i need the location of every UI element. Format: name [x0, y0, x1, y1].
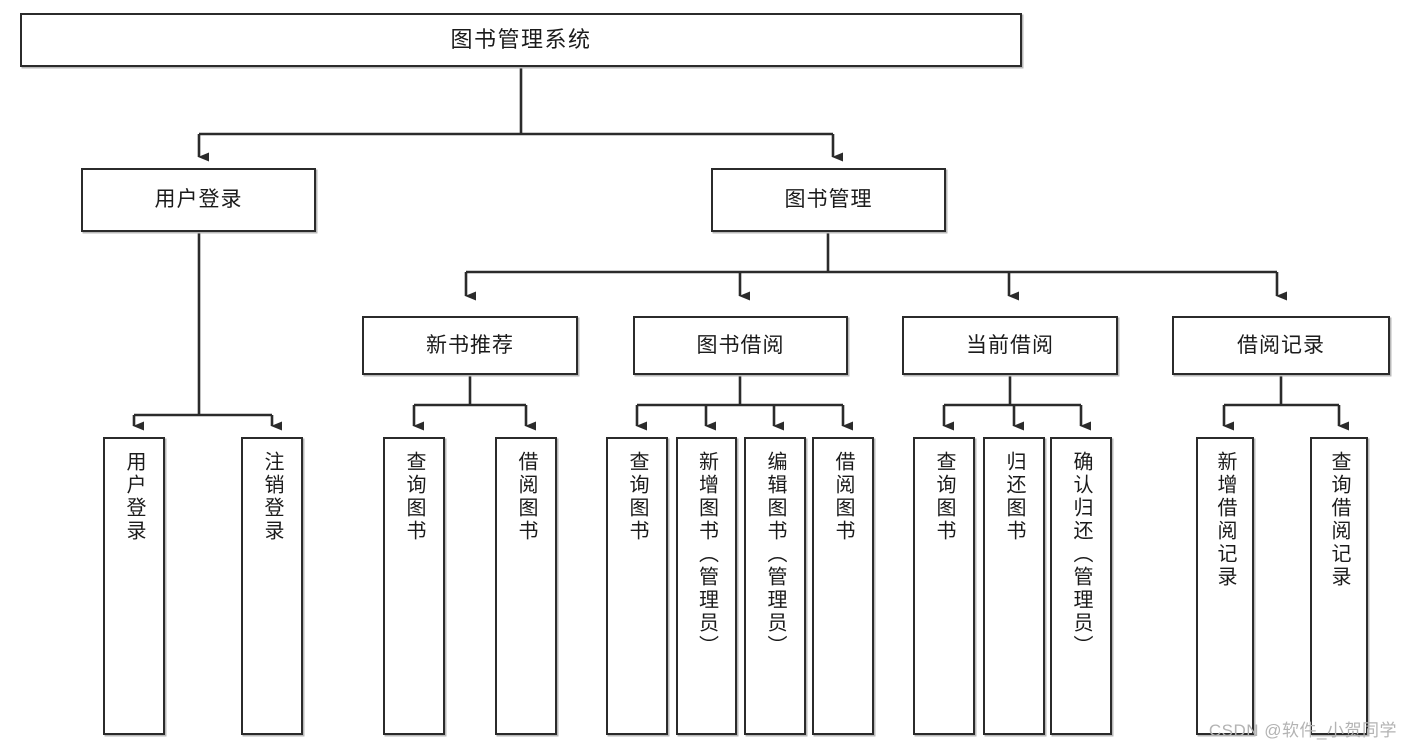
- node-label: 图书管理: [784, 188, 873, 212]
- node-label: 查询图书: [626, 451, 648, 543]
- node-label: 查询图书: [933, 451, 955, 543]
- node-label: 确认归还（管理员）: [1070, 451, 1092, 658]
- node-book-management[interactable]: 图书管理: [711, 168, 946, 232]
- node-label: 借阅图书: [832, 451, 854, 543]
- node-label: 用户登录: [154, 188, 243, 212]
- node-borrow-record[interactable]: 借阅记录: [1172, 316, 1390, 375]
- leaf-current-return-book[interactable]: 归还图书: [983, 437, 1045, 735]
- node-label: 新增图书（管理员）: [695, 451, 718, 658]
- node-label: 用户登录: [123, 451, 145, 543]
- leaf-recommend-query-book[interactable]: 查询图书: [383, 437, 445, 735]
- node-label: 查询借阅记录: [1328, 451, 1350, 589]
- node-label: 借阅记录: [1237, 333, 1325, 357]
- node-label: 新增借阅记录: [1214, 451, 1236, 589]
- node-label: 借阅图书: [515, 451, 537, 543]
- leaf-borrow-query-book[interactable]: 查询图书: [606, 437, 668, 735]
- leaf-borrow-edit-book-admin[interactable]: 编辑图书（管理员）: [744, 437, 806, 735]
- leaf-borrow-add-book-admin[interactable]: 新增图书（管理员）: [676, 437, 737, 735]
- node-label: 编辑图书（管理员）: [764, 451, 786, 658]
- node-book-borrow[interactable]: 图书借阅: [633, 316, 848, 375]
- node-new-book-recommend[interactable]: 新书推荐: [362, 316, 578, 375]
- node-label: 查询图书: [403, 451, 425, 543]
- node-label: 图书借阅: [696, 333, 785, 357]
- node-label: 当前借阅: [966, 333, 1054, 357]
- node-root-system[interactable]: 图书管理系统: [20, 13, 1022, 67]
- node-current-borrow[interactable]: 当前借阅: [902, 316, 1118, 375]
- leaf-current-query-book[interactable]: 查询图书: [913, 437, 975, 735]
- node-label: 新书推荐: [426, 333, 514, 357]
- node-user-login[interactable]: 用户登录: [81, 168, 316, 232]
- node-label: 归还图书: [1003, 451, 1025, 543]
- leaf-user-logout[interactable]: 注销登录: [241, 437, 303, 735]
- leaf-current-confirm-return-admin[interactable]: 确认归还（管理员）: [1050, 437, 1112, 735]
- leaf-borrow-borrow-book[interactable]: 借阅图书: [812, 437, 874, 735]
- node-label: 注销登录: [261, 451, 283, 543]
- leaf-user-login[interactable]: 用户登录: [103, 437, 165, 735]
- leaf-recommend-borrow-book[interactable]: 借阅图书: [495, 437, 557, 735]
- node-label: 图书管理系统: [450, 26, 592, 52]
- leaf-record-add-record[interactable]: 新增借阅记录: [1196, 437, 1254, 735]
- leaf-record-query-record[interactable]: 查询借阅记录: [1310, 437, 1368, 735]
